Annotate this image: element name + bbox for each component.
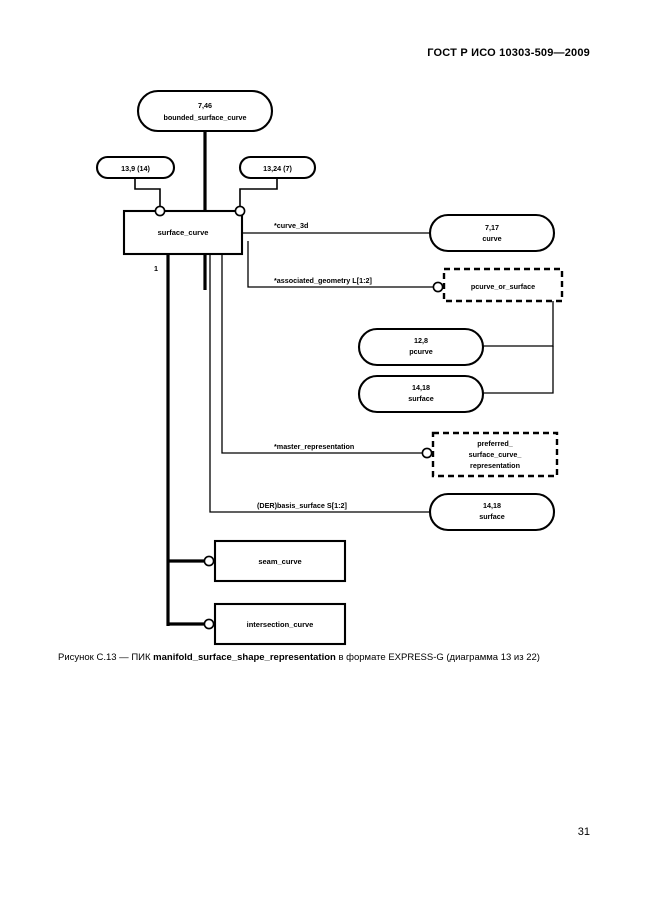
page-number: 31 xyxy=(577,826,590,838)
connector-associated-geometry xyxy=(247,241,438,288)
node-surface-upper[interactable]: 14,18 surface xyxy=(357,374,485,414)
node-shape-rectangle xyxy=(213,539,347,583)
node-name: surface xyxy=(408,394,434,403)
node-name-line1: preferred_ xyxy=(477,439,514,448)
attribute-label-curve-3d: *curve_3d xyxy=(274,221,308,230)
node-surface-curve[interactable]: surface_curve xyxy=(122,205,246,256)
node-ref: 14,18 xyxy=(483,501,501,510)
node-page-ref-right[interactable]: 13,24 (7) xyxy=(238,155,317,180)
node-shape-rounded xyxy=(136,89,274,133)
connector-select-surface xyxy=(483,346,554,394)
node-shape-rounded-small xyxy=(238,155,317,180)
node-shape-dashed xyxy=(442,267,564,303)
document-header: ГОСТ Р ИСО 10303-509—2009 xyxy=(427,47,590,59)
attribute-label-master-representation: *master_representation xyxy=(274,442,354,451)
node-name-line3: representation xyxy=(470,461,520,470)
page-ref-label: 13,9 (14) xyxy=(121,164,150,173)
page-ref-label: 13,24 (7) xyxy=(263,164,292,173)
node-surface-lower[interactable]: 14,18 surface xyxy=(428,492,556,532)
node-shape-rounded xyxy=(428,213,556,253)
node-ref: 7,17 xyxy=(485,223,499,232)
express-g-diagram: 7,46 bounded_surface_curve 13,9 (14) 13,… xyxy=(0,78,646,648)
node-curve[interactable]: 7,17 curve xyxy=(428,213,556,253)
node-page-ref-left[interactable]: 13,9 (14) xyxy=(95,155,176,180)
node-intersection-curve[interactable]: intersection_curve xyxy=(203,602,347,646)
node-ref: 14,18 xyxy=(412,383,430,392)
node-name: intersection_curve xyxy=(247,620,314,629)
node-shape-rounded-small xyxy=(95,155,176,180)
node-shape-rectangle xyxy=(122,209,244,256)
node-pcurve-or-surface[interactable]: pcurve_or_surface xyxy=(432,267,564,303)
diagram-connectors xyxy=(134,131,554,626)
node-shape-rounded xyxy=(357,327,485,367)
connector-master-representation xyxy=(221,241,427,454)
connector-pageref-right xyxy=(239,178,278,211)
connector-pageref-left xyxy=(134,178,161,211)
node-name: pcurve xyxy=(409,347,433,356)
node-name: seam_curve xyxy=(258,557,301,566)
inheritance-circle-right xyxy=(234,205,246,217)
subtype-circle xyxy=(203,555,215,567)
figure-caption: Рисунок С.13 — ПИК manifold_surface_shap… xyxy=(58,651,598,665)
caption-suffix: в формате EXPRESS-G (диаграмма 13 из 22) xyxy=(335,652,540,663)
node-shape-rectangle xyxy=(213,602,347,646)
attribute-label-associated-geometry: *associated_geometry L[1:2] xyxy=(274,276,372,285)
node-preferred-surface-curve-representation[interactable]: preferred_ surface_curve_ representation xyxy=(421,431,559,478)
attribute-circle xyxy=(421,447,433,459)
node-pcurve[interactable]: 12,8 pcurve xyxy=(357,327,485,367)
inheritance-circle-left xyxy=(154,205,166,217)
node-shape-dashed xyxy=(431,431,559,478)
supertype-count-label: 1 xyxy=(154,264,158,273)
node-ref: 12,8 xyxy=(414,336,428,345)
attribute-circle xyxy=(432,281,444,293)
node-name: surface xyxy=(479,512,505,521)
node-shape-rounded xyxy=(357,374,485,414)
attribute-label-basis-surface: (DER)basis_surface S[1:2] xyxy=(257,501,347,510)
node-name: pcurve_or_surface xyxy=(471,282,535,291)
node-name: surface_curve xyxy=(158,228,209,237)
node-name: bounded_surface_curve xyxy=(163,113,246,122)
subtype-circle xyxy=(203,618,215,630)
diagram-canvas: 7,46 bounded_surface_curve 13,9 (14) 13,… xyxy=(95,89,564,646)
caption-prefix: Рисунок С.13 — ПИК xyxy=(58,652,154,663)
node-name-line2: surface_curve_ xyxy=(469,450,523,459)
caption-entity: manifold_surface_shape_representation xyxy=(153,652,336,663)
connector-basis-surface xyxy=(209,241,430,513)
node-shape-rounded xyxy=(428,492,556,532)
node-ref: 7,46 xyxy=(198,101,212,110)
node-name: curve xyxy=(482,234,501,243)
node-bounded-surface-curve[interactable]: 7,46 bounded_surface_curve xyxy=(136,89,274,133)
node-seam-curve[interactable]: seam_curve xyxy=(203,539,347,583)
